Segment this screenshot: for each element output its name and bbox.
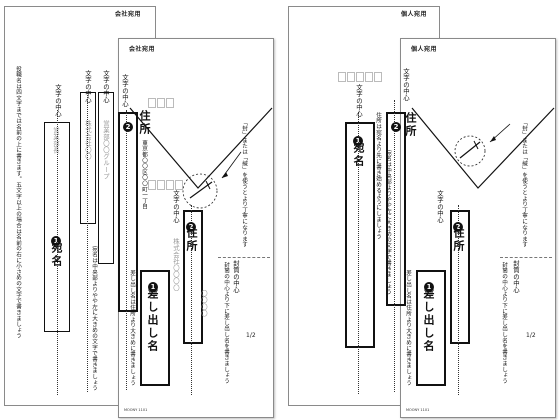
left-sender-centerline [191,205,192,395]
right-flap-note: 「封」または「緘」を使うとより丁寧になります [521,120,527,248]
right-footer-code: MOONY 1101 [406,408,430,412]
right-seal-center-label: 封筒の中心 [512,260,520,293]
number-one-icon: 1 [148,282,158,292]
left-footer-code: MOONY 1101 [124,408,148,412]
left-company-box [80,92,96,224]
left-addr-label: 住所 [138,110,151,136]
left-title-note: 役職名は四文字までは名前の上に書きます。五文字以上の場合は名前の右に小さめの文字… [15,66,21,339]
right-addr-center-label: 文字の中心 [402,68,410,101]
left-addr-example: 東京都〇〇区〇〇町一丁目 [141,140,147,210]
left-sender-addr-label: 住所 [185,227,198,253]
left-name-badge-wrap: 1 [51,228,61,247]
right-front-tag: 個人宛用 [411,46,438,53]
number-two-icon: 2 [123,122,133,132]
left-name-center-label: 文字の中心 [54,84,62,117]
left-front-tag: 会社宛用 [129,46,156,53]
left-sender-name-example: 〇〇〇〇 [200,290,208,317]
number-one-icon: 1 [424,282,434,292]
right-fraction: 1/2 [526,332,536,339]
right-seal-note: 封筒の中心より下に差し出し名を書きましょう [501,262,507,384]
right-name-badge-wrap: 1 [353,128,363,147]
right-addr-box [386,112,406,306]
right-sender-note: 差し出し名は住所より大きめに書きましょう [405,270,411,386]
left-sender-center-label: 文字の中心 [172,190,180,223]
left-addr-badge-wrap: 2 [123,114,133,133]
number-two-icon: 2 [453,222,463,232]
left-addr-centerline [126,110,127,390]
right-envelope-front: 個人宛用 [400,38,556,418]
number-two-icon: 2 [391,122,401,132]
left-name-note: 宛名は中央部よりやや左に大きめの文字で書きましょう [91,246,97,391]
left-sender-addr-badge-wrap: 2 [186,214,196,233]
number-two-icon: 2 [186,222,196,232]
right-envelope-flap [411,107,555,189]
number-one-icon: 1 [51,236,61,246]
right-addr-note: 住所は宛名より先に書き始めるようにしましょう [375,112,381,240]
right-sender-addr-badge-wrap: 2 [453,214,463,233]
right-name-centerline [358,112,359,394]
left-name-label: 宛名 [50,242,63,268]
left-sender-company: 株式会社〇〇〇〇 [172,238,180,291]
right-sender-centerline [458,205,459,395]
right-addr-centerline [394,100,395,392]
left-company-center-label: 文字の中心 [84,70,92,103]
right-sender-addr-box [450,210,470,344]
right-addr-label: 住所 [404,112,417,138]
left-postal-boxes-2 [148,180,183,190]
left-dept-box [98,92,114,264]
right-name-box [345,122,375,348]
left-back-tag: 会社宛用 [115,11,142,18]
left-sender-name-box [140,270,170,386]
right-name-label: 宛名 [352,142,365,168]
left-dept-example: 営業部〇〇グループ [102,120,110,180]
number-one-icon: 1 [353,136,363,146]
left-fraction: 1/2 [246,332,256,339]
left-center-dashline [218,257,270,258]
left-dept-center-label: 文字の中心 [102,70,110,103]
right-name-note: 宛名は中央部よりやや左に大きめの文字で書きましょう [385,150,391,295]
left-seal-note: 封筒の中心より下に差し出し名を書きましょう [223,262,229,384]
left-flap-note: 「封」または「緘」を使うとより丁寧になります [241,120,247,248]
left-seal-center-label: 封筒の中心 [232,260,240,293]
right-center-dashline [500,257,552,258]
left-sender-addr-box [183,210,203,344]
left-name-centerline [57,110,58,395]
right-back-tag: 個人宛用 [401,11,428,18]
left-title-example: 営業部長 [52,127,60,154]
left-sender-name-label: 差し出し名 [146,288,159,353]
left-postal-boxes [148,98,174,108]
right-sender-center-label: 文字の中心 [436,190,444,223]
right-sender-addr-label: 住所 [452,227,465,253]
left-sender-note: 差し出し名は住所より大きめに書きましょう [129,270,135,386]
left-company-centerline [87,92,88,392]
left-addr-box [118,112,138,312]
right-addr-badge-wrap: 2 [391,114,401,133]
left-addr-center-label: 文字の中心 [121,74,129,107]
right-name-center-label: 文字の中心 [355,84,363,117]
left-company-example: 株式会社〇〇 [84,120,92,160]
left-envelope-flap [129,107,273,209]
right-postal-boxes [338,72,382,82]
right-sender-name-label: 差し出し名 [422,288,435,353]
right-sender-name-box [416,270,446,386]
left-sender-name-badge-wrap: 1 [148,274,158,293]
right-sender-name-badge-wrap: 1 [424,274,434,293]
